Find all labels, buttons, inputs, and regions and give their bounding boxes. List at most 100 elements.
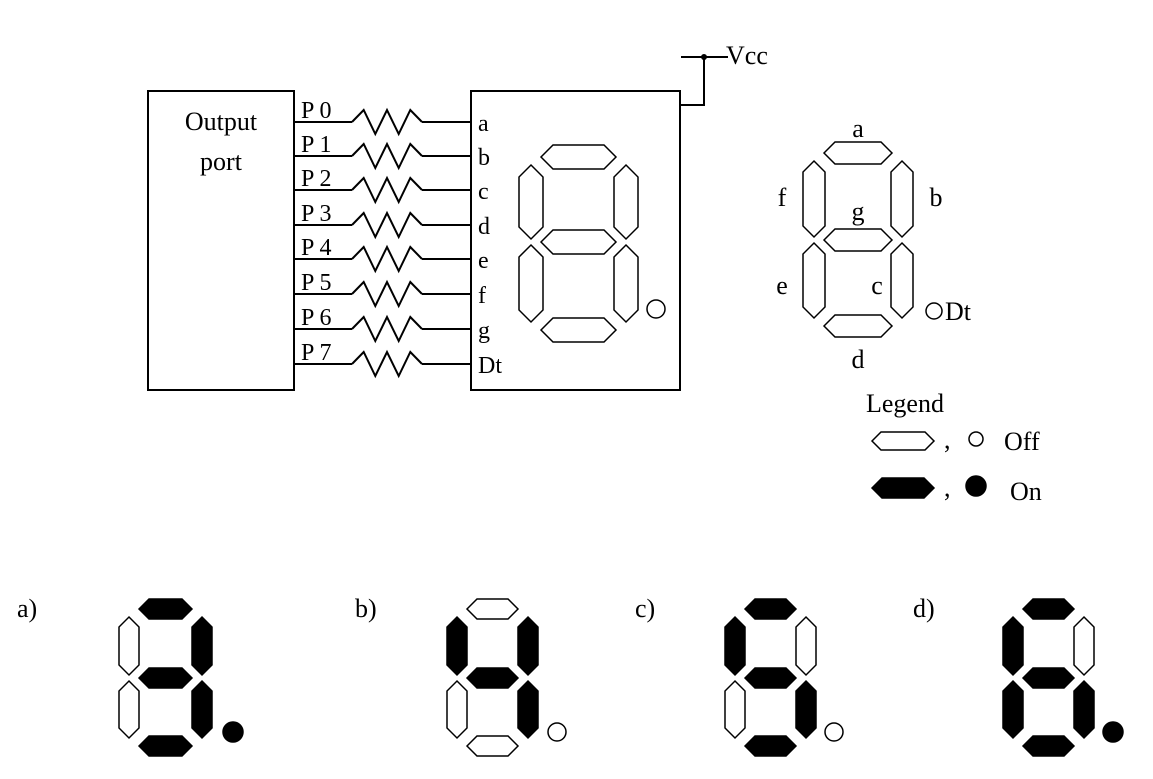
option-a-digit [118,598,244,757]
option-d-segment-c [1073,679,1095,740]
resistor-2 [351,175,423,205]
option-b-segment-e [446,679,468,740]
port-label-5: P 5 [301,270,331,296]
legend-shapes [870,431,987,499]
option-c-label: c) [635,594,655,623]
ref-label-c: c [871,271,883,300]
pin-label-6: g [478,318,490,344]
ref-label-d: d [852,345,865,374]
option-b-segment-g [465,667,520,689]
option-a-segment-f [118,615,140,677]
option-b-segment-c [517,679,539,740]
option-b-segment-d [465,735,520,757]
option-d-digit [1002,598,1124,757]
resistor-7 [351,349,423,379]
legend-dot-on [965,475,987,497]
vcc-junction [701,54,707,60]
option-d-segment-d [1021,735,1076,757]
option-c-segment-d [743,735,798,757]
main-segment-c [613,243,639,324]
legend-off-label: Off [1004,427,1040,456]
main-seven-segment-display [518,144,666,343]
option-a-segment-g [137,667,194,689]
reference-segment-diagram [802,141,943,338]
option-d-segment-a [1021,598,1076,620]
main-segment-f [518,163,544,241]
ref-segment-c [890,241,914,320]
option-b-segment-b [517,615,539,677]
legend-dot-off [968,431,984,447]
option-c-decimal-point [824,722,844,742]
pin-label-7: Dt [478,353,502,379]
option-d-segment-g [1021,667,1076,689]
pin-label-2: c [478,179,489,205]
ref-segment-a [822,141,894,165]
port-label-0: P 0 [301,98,331,124]
pin-label-4: e [478,248,489,274]
legend-comma-on: , [944,473,951,502]
ref-label-e: e [776,271,788,300]
ref-label-b: b [930,183,943,212]
option-a-segment-c [191,679,213,740]
legend-segment-off [870,431,936,451]
pin-label-3: d [478,214,490,240]
option-c-segment-g [743,667,798,689]
option-b-segment-f [446,615,468,677]
option-a-decimal-point [222,721,244,743]
port-label-1: P 1 [301,132,331,158]
ref-label-g: g [852,197,865,226]
ref-segment-f [802,159,826,239]
legend-title: Legend [866,389,944,418]
option-d-label: d) [913,594,935,623]
pin-label-0: a [478,111,489,137]
resistor-4 [351,244,423,274]
option-c-segment-e [724,679,746,740]
option-d-decimal-point [1102,721,1124,743]
ref-segment-d [822,314,894,338]
option-a-segment-e [118,679,140,740]
main-segment-e [518,243,544,324]
port-label-6: P 6 [301,305,331,331]
main-decimal-point [646,299,666,319]
option-d-segment-e [1002,679,1024,740]
main-segment-b [613,163,639,241]
ref-segment-g [822,228,894,252]
option-a-segment-a [137,598,194,620]
vcc-label: Vcc [726,41,768,70]
port-label-4: P 4 [301,235,331,261]
vcc-wire [680,56,728,106]
option-c-segment-b [795,615,817,677]
answer-options [118,598,1124,757]
output-port-label-line1: Output [185,107,258,136]
resistor-6 [351,314,423,344]
option-d-segment-b [1073,615,1095,677]
option-b-segment-a [465,598,520,620]
option-d-segment-f [1002,615,1024,677]
ref-label-a: a [852,114,864,143]
ref-segment-b [890,159,914,239]
resistor-0 [351,107,423,137]
option-b-label: b) [355,594,377,623]
option-c-segment-a [743,598,798,620]
legend-segment-on [870,477,936,499]
ref-label-f: f [778,183,787,212]
output-port-label-line2: port [200,147,243,176]
port-label-2: P 2 [301,166,331,192]
resistor-5 [351,279,423,309]
option-a-segment-b [191,615,213,677]
option-c-segment-c [795,679,817,740]
main-segment-g [539,229,618,255]
option-b-decimal-point [547,722,567,742]
legend-comma-off: , [944,425,951,454]
legend-on-label: On [1010,477,1042,506]
port-label-7: P 7 [301,340,331,366]
ref-label-dt: Dt [945,297,972,326]
option-c-segment-f [724,615,746,677]
resistor-3 [351,210,423,240]
output-port-box [147,90,295,391]
resistor-1 [351,141,423,171]
main-segment-d [539,317,618,343]
ref-segment-e [802,241,826,320]
option-a-label: a) [17,594,37,623]
